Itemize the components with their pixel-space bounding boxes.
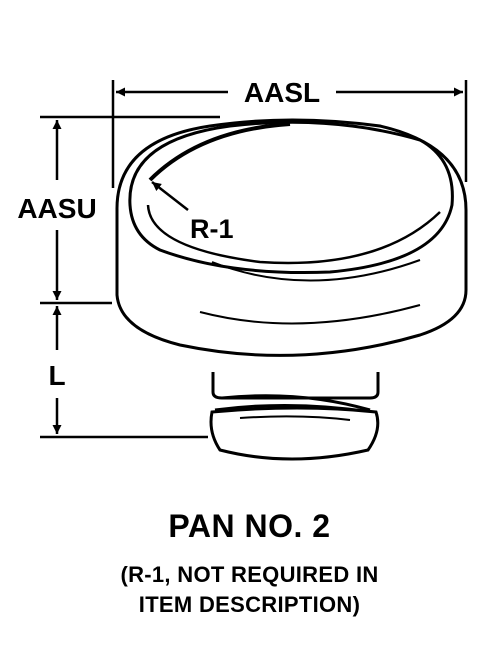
r1-label: R-1: [190, 214, 234, 244]
l-label: L: [48, 360, 65, 391]
pan-head: [115, 118, 468, 357]
dimension-lines: [52, 87, 463, 434]
threaded-shank: [209, 372, 380, 461]
aasl-label: AASL: [244, 77, 320, 108]
figure-title: PAN NO. 2: [168, 508, 331, 544]
figure-note-line-1: (R-1, NOT REQUIRED IN: [120, 562, 379, 587]
r1-leader: [151, 181, 189, 211]
extension-lines: [40, 80, 468, 439]
figure-note-line-2: ITEM DESCRIPTION): [138, 592, 361, 617]
aasu-label: AASU: [17, 193, 96, 224]
